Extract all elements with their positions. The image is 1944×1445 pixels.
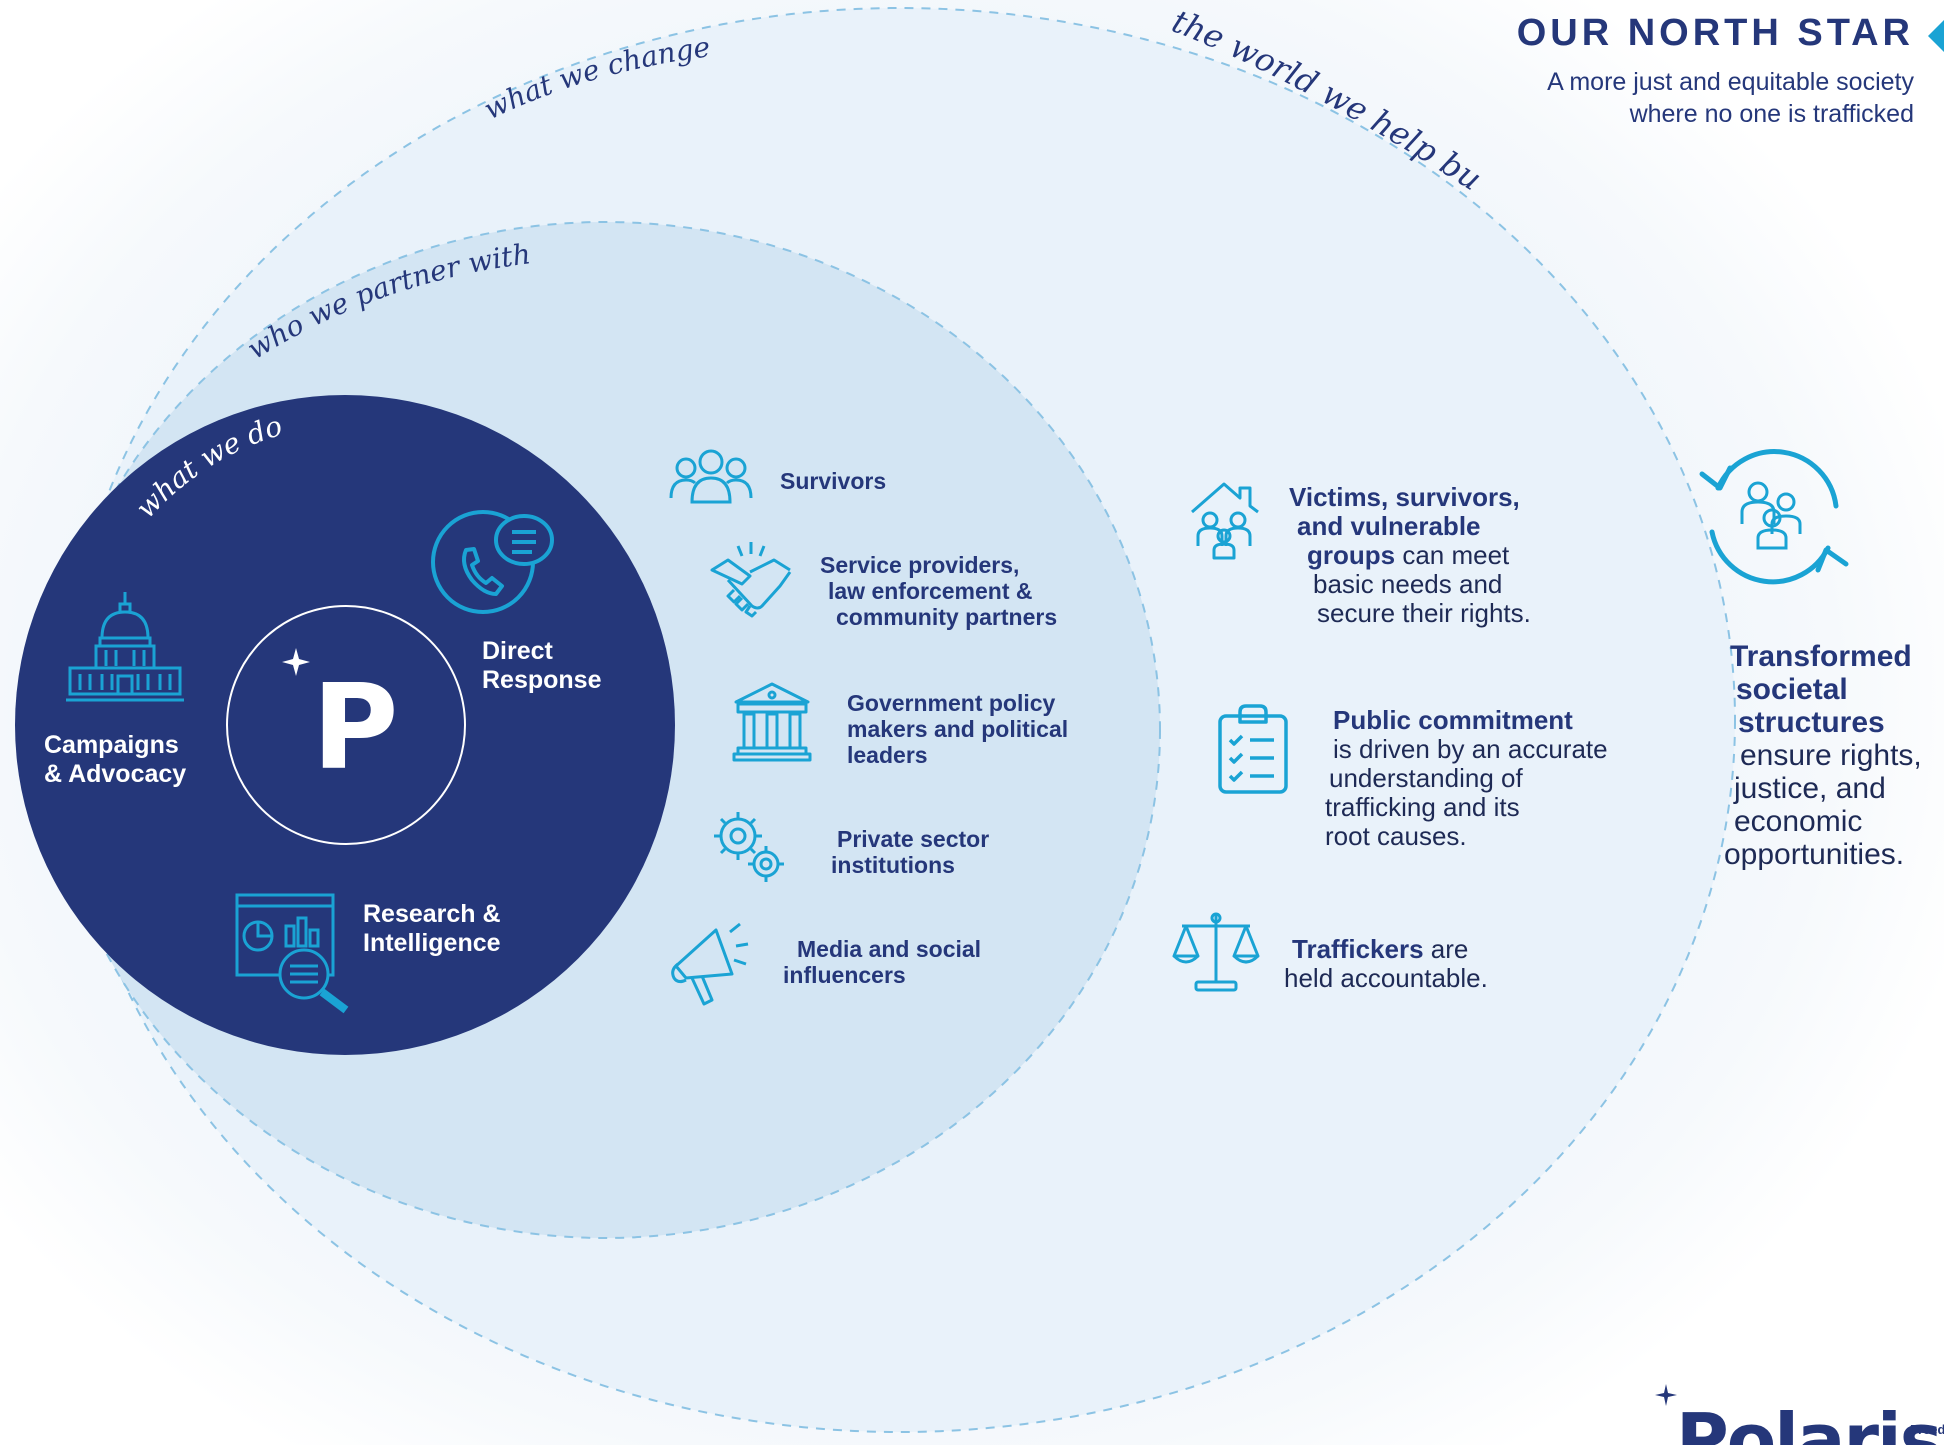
label-world-we-help-build: the world we help build [0,0,1489,198]
change-traffickers: Traffickers are held accountable. [1284,935,1488,993]
logo-ring [226,605,466,845]
north-star-line-2: where no one is trafficked [1629,100,1914,128]
brand-star-icon [1655,1384,1677,1406]
partner-private-sector: Private sector institutions [831,826,989,878]
partner-media: Media and social influencers [783,936,981,988]
gears-icon [708,806,790,886]
outcome-bold-2: societal [1736,673,1848,706]
people-group-icon [668,448,754,504]
victims-bold-2: and vulnerable [1297,511,1481,541]
clipboard-checklist-icon [1216,704,1290,796]
victims-bold-1: Victims, survivors, [1289,482,1520,512]
north-star-subtitle: A more just and equitable society where … [1394,66,1914,130]
north-star-outcome: Transformed societal structures ensure r… [1724,640,1922,871]
public-text-5: root causes. [1325,821,1467,851]
traffickers-bold: Traffickers [1292,934,1424,964]
gov-line-2: makers and political [847,716,1069,742]
direct-response-line-1: Direct [482,637,553,665]
service-line-2: law enforcement & [828,578,1033,604]
north-star-title: OUR NORTH STAR [1516,12,1914,54]
service-line-1: Service providers, [820,552,1020,578]
handshake-icon [708,540,794,622]
outcome-text-6: economic [1734,805,1863,838]
core-logo-letter: P [312,658,399,796]
label-what-we-do: what we do [129,409,286,525]
research-line-1: Research & [363,900,501,928]
gov-line-3: leaders [847,742,928,768]
campaigns-line-1: Campaigns [44,731,179,759]
change-victims: Victims, survivors, and vulnerable group… [1289,483,1531,628]
megaphone-icon [668,922,752,1006]
label-who-we-partner-with: who we partner with [241,237,532,366]
victims-text-3: can meet [1395,540,1510,570]
scales-icon [1172,908,1260,994]
government-building-icon [732,680,812,762]
partner-government: Government policy makers and political l… [847,690,1068,768]
victims-text-5: secure their rights. [1317,598,1531,628]
outcome-text-4: ensure rights, [1740,739,1922,772]
direct-response-line-2: Response [482,666,602,694]
media-line-1: Media and social [797,936,982,962]
direct-response-label: Direct Response [482,637,601,695]
campaigns-line-2: & Advocacy [44,760,187,788]
campaigns-advocacy-label: Campaigns & Advocacy [44,731,186,789]
gov-line-1: Government policy [847,690,1056,716]
north-star-line-1: A more just and equitable society [1547,68,1914,96]
north-star-arrow-icon [1928,20,1944,52]
victims-text-4: basic needs and [1313,569,1503,599]
label-what-we-change: what we change [479,30,712,126]
private-line-1: Private sector [837,826,990,852]
research-line-2: Intelligence [363,929,501,957]
public-text-4: trafficking and its [1325,792,1520,822]
private-line-2: institutions [831,852,955,878]
public-text-2: is driven by an accurate [1333,734,1608,764]
core-star-icon [282,648,310,676]
public-bold-1: Public commitment [1333,705,1573,735]
media-line-2: influencers [783,962,906,988]
traffickers-text-1: are [1423,934,1469,964]
traffickers-text-2: held accountable. [1284,963,1488,993]
victims-bold-3: groups [1307,540,1396,570]
partner-survivors: Survivors [780,468,887,494]
brand-tagline: Freed [1910,1422,1944,1437]
brand-name: Polaris [1676,1398,1943,1445]
capitol-icon [66,590,184,706]
partner-service-providers: Service providers, law enforcement & com… [820,552,1057,630]
house-family-icon [1188,478,1262,560]
phone-chat-icon [428,502,558,614]
research-intelligence-label: Research & Intelligence [363,900,501,958]
outcome-bold-1: Transformed [1730,640,1912,673]
cycle-people-icon [1696,444,1850,594]
research-magnifier-icon [234,892,360,1014]
outcome-text-7: opportunities. [1724,838,1905,871]
public-text-3: understanding of [1329,763,1523,793]
outcome-text-5: justice, and [1734,772,1886,805]
outcome-bold-3: structures [1738,706,1885,739]
change-public-commitment: Public commitment is driven by an accura… [1325,706,1608,851]
service-line-3: community partners [836,604,1058,630]
